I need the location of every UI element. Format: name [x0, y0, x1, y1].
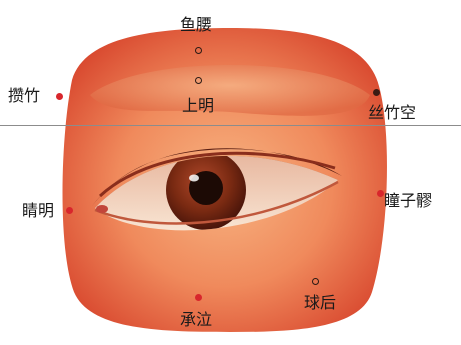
label-cuanzhu: 攒竹: [8, 87, 40, 105]
label-yuyao: 鱼腰: [180, 16, 212, 34]
label-tongziliao: 瞳子髎: [384, 192, 432, 210]
point-qiuhou: [312, 278, 319, 285]
point-cuanzhu: [56, 93, 63, 100]
label-qiuhou: 球后: [304, 294, 336, 312]
label-shangming: 上明: [182, 97, 214, 115]
point-chengqi: [195, 294, 202, 301]
point-jingming: [66, 207, 73, 214]
inner-canthus: [96, 205, 108, 213]
point-yuyao: [195, 47, 202, 54]
label-sizhukong: 丝竹空: [368, 104, 416, 122]
horizontal-divider-line: [0, 125, 461, 126]
label-jingming: 睛明: [22, 202, 54, 220]
label-chengqi: 承泣: [180, 311, 212, 329]
highlight: [189, 175, 199, 182]
point-shangming: [195, 77, 202, 84]
point-sizhukong: [373, 89, 380, 96]
point-tongziliao: [377, 190, 384, 197]
